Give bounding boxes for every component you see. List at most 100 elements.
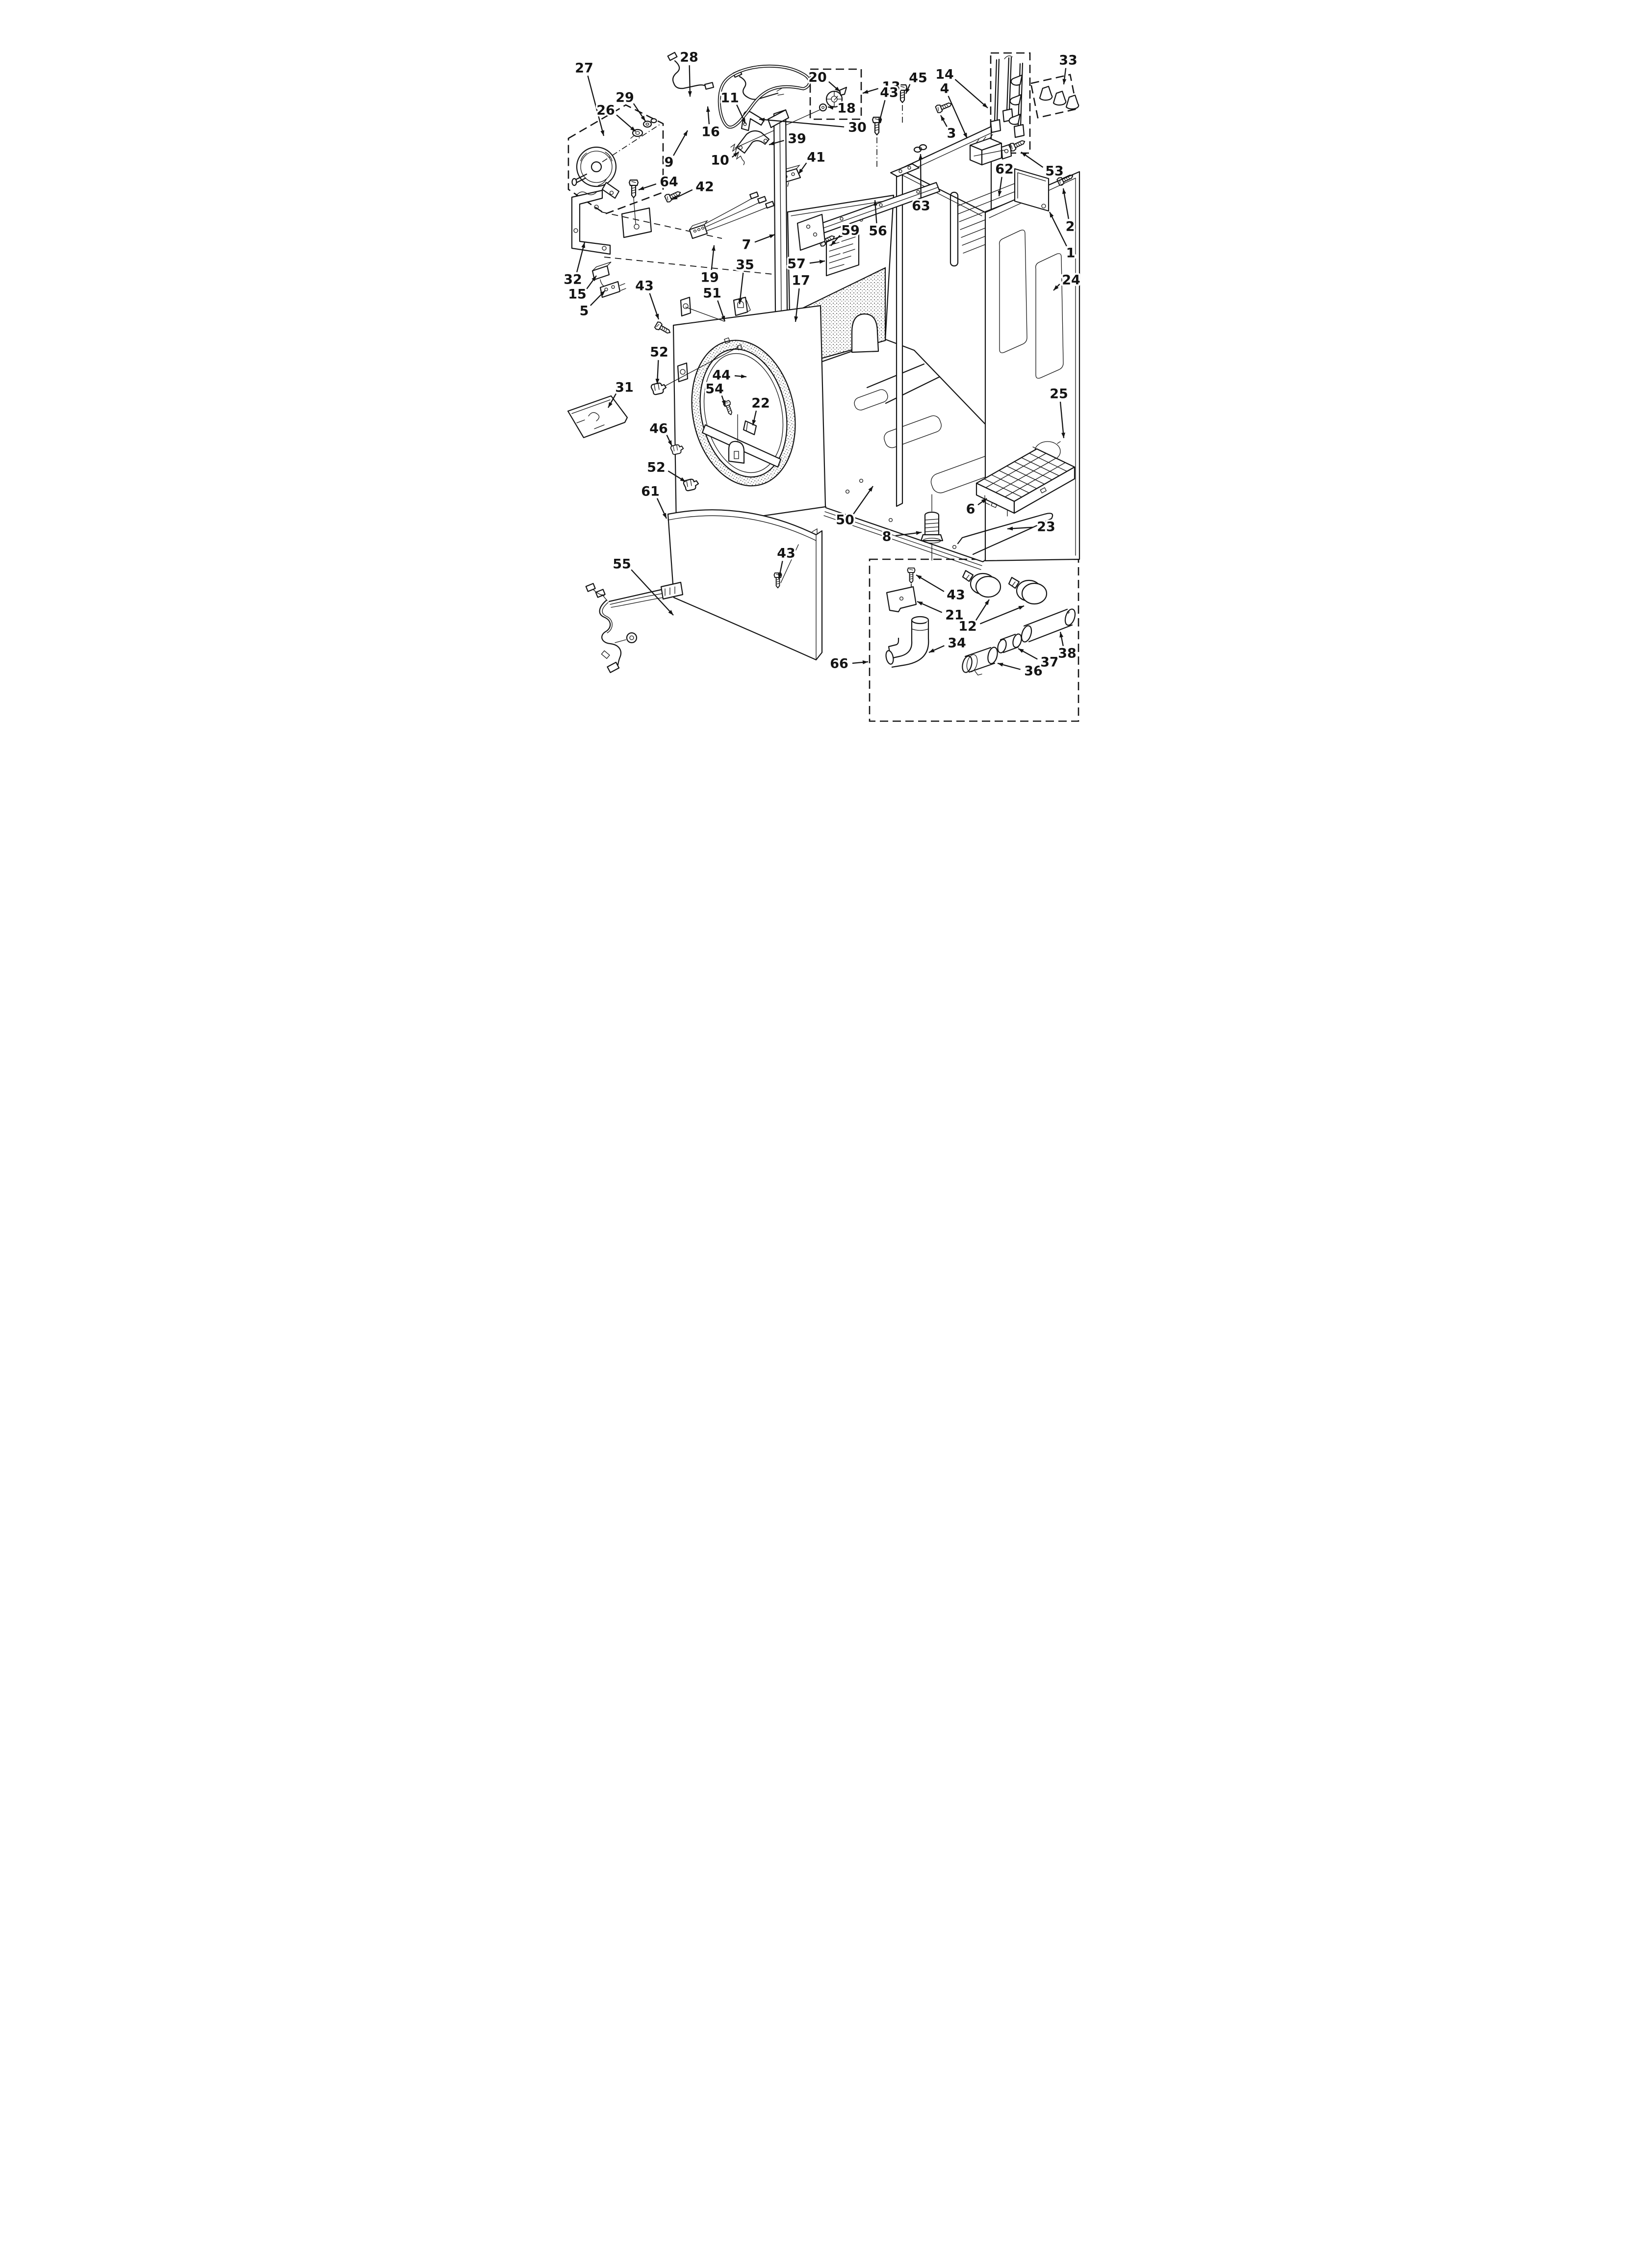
top-brace [796, 182, 941, 251]
callout-52: 52 [645, 458, 686, 482]
callout-43-label: 43 [777, 546, 795, 561]
callout-18-arrow [827, 105, 834, 110]
callout-8-arrow [895, 531, 922, 537]
callout-20-label: 20 [808, 70, 827, 85]
callout-2: 2 [1062, 188, 1077, 236]
callout-46: 46 [648, 419, 673, 446]
callout-23: 23 [1007, 518, 1057, 536]
callout-10: 10 [709, 151, 739, 170]
wire-jumper-16 [732, 69, 784, 100]
callout-20-arrow [828, 81, 841, 92]
callout-43: 43 [878, 83, 900, 124]
callout-19-label: 19 [700, 270, 719, 286]
callout-66: 66 [828, 654, 869, 673]
callout-42-label: 42 [695, 180, 714, 195]
vent-pipe-long [1021, 608, 1076, 643]
callout-2-arrow [1062, 188, 1069, 219]
callout-51: 51 [701, 284, 726, 322]
callout-26: 26 [595, 101, 636, 132]
callout-29-label: 29 [616, 90, 634, 105]
callout-25: 25 [1048, 385, 1070, 439]
callout-26-arrow [616, 114, 636, 132]
cover-plate-21 [886, 586, 917, 613]
screw-43-vent [907, 567, 916, 584]
callout-6-arrow [977, 498, 987, 506]
callout-21: 21 [917, 600, 965, 625]
callout-36: 36 [997, 662, 1044, 680]
bracket-plate-64 [621, 207, 652, 238]
callout-15-arrow [586, 275, 597, 289]
screw-53 [1008, 137, 1027, 153]
callout-30: 30 [759, 118, 868, 137]
callout-56: 56 [867, 200, 889, 240]
callout-12: 12 [957, 599, 1025, 636]
top-corner-bracket [890, 163, 920, 178]
callout-62-arrow [998, 177, 1002, 197]
callout-50-arrow [853, 486, 873, 515]
callout-24-arrow [1053, 284, 1060, 291]
wire-harness-plug [601, 191, 778, 275]
callout-37-label: 37 [1040, 655, 1059, 670]
callout-44-arrow [734, 374, 747, 379]
terminal-block [969, 134, 1012, 166]
callout-30-label: 30 [848, 120, 867, 135]
callout-45: 45 [905, 69, 929, 94]
callout-17-label: 17 [792, 273, 810, 288]
callout-66-label: 66 [830, 656, 848, 672]
callout-30-arrow [759, 118, 845, 128]
callout-11-arrow [736, 104, 746, 124]
callout-1: 1 [1049, 211, 1077, 262]
callout-41-label: 41 [807, 150, 825, 165]
callout-34: 34 [928, 634, 968, 653]
callout-35: 35 [734, 256, 756, 305]
callout-44-label: 44 [712, 368, 731, 383]
callout-63-label: 63 [912, 199, 930, 214]
callout-17-arrow [794, 288, 800, 322]
callout-37: 37 [1018, 648, 1060, 672]
clip-leader [660, 346, 739, 389]
callout-4-arrow [948, 96, 968, 139]
callout-16: 16 [700, 106, 721, 141]
callout-66-arrow [852, 660, 869, 664]
callout-4-label: 4 [940, 81, 949, 97]
callout-12-label: 12 [958, 619, 977, 634]
vent-damper-a [962, 570, 1001, 598]
wire-nut-kit-dashed-box [1030, 74, 1078, 119]
callout-9-label: 9 [665, 155, 674, 170]
callout-12-arrow [979, 605, 1025, 625]
vent-elbow [885, 616, 929, 668]
callout-52-arrow [655, 360, 660, 385]
callout-51-arrow [717, 300, 726, 322]
callout-52-label: 52 [650, 345, 668, 360]
callout-36-arrow [997, 662, 1021, 670]
door-latch-strike [728, 414, 745, 464]
hinge-plate-lower [677, 362, 689, 383]
motor-pulley [630, 129, 643, 139]
callout-31-arrow [607, 393, 617, 408]
callout-42-arrow [671, 189, 693, 201]
callout-4: 4 [938, 79, 968, 139]
callout-43: 43 [775, 544, 797, 579]
callout-11: 11 [719, 89, 746, 124]
main-wire-harness [585, 581, 684, 673]
callout-16-label: 16 [701, 125, 720, 140]
callout-5-label: 5 [580, 304, 589, 319]
callout-14-arrow [954, 78, 988, 108]
callout-28-label: 28 [680, 50, 698, 65]
callout-8: 8 [880, 527, 922, 546]
callout-1-label: 1 [1066, 246, 1076, 261]
callout-3-arrow [940, 115, 948, 127]
callout-14-label: 14 [935, 67, 954, 82]
callout-27-label: 27 [575, 61, 593, 76]
idler-kit-dashed-box [809, 68, 862, 120]
screen-arch-cutout [851, 313, 879, 353]
callout-5: 5 [578, 290, 606, 320]
callout-53-arrow [1021, 152, 1044, 168]
drive-motor [571, 123, 662, 199]
callout-3: 3 [940, 115, 958, 143]
callout-1-arrow [1049, 211, 1067, 247]
callout-54: 54 [704, 380, 726, 406]
callout-7: 7 [740, 234, 775, 254]
